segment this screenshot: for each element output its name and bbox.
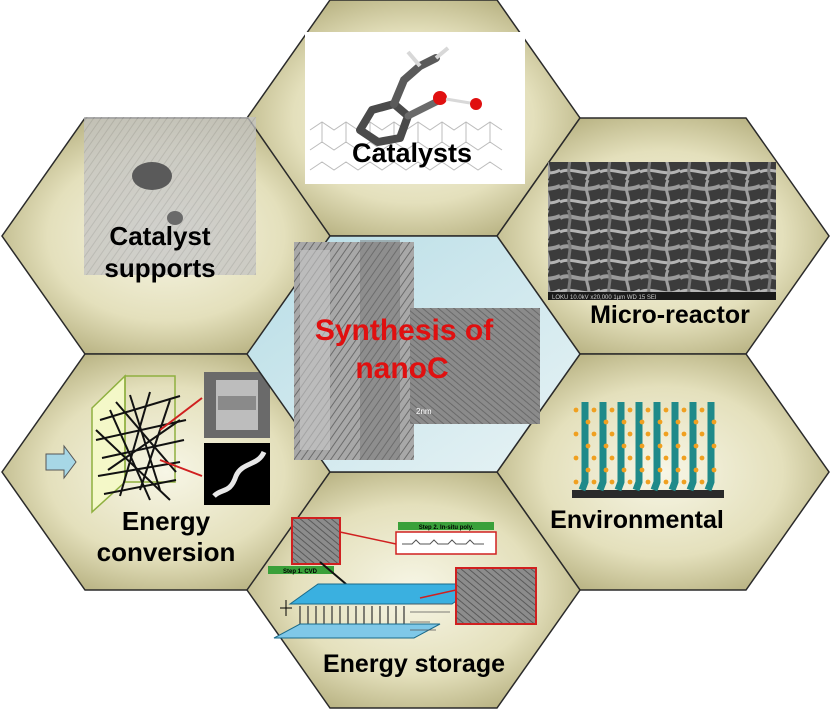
hex-energy-conversion: Energy conversion — [1, 353, 331, 591]
hex-catalyst-supports-line2: supports — [104, 253, 215, 283]
nanoparticle — [711, 467, 717, 473]
energy-storage-step1: Step 1. CVD — [283, 569, 318, 575]
center-scale-label: 2nm — [416, 407, 432, 416]
nanoparticle — [573, 455, 579, 461]
nanoparticle — [663, 455, 669, 461]
energy-storage-image: Step 2. In-situ poly. Step 1. CVD — [268, 517, 537, 639]
hex-energy-conversion-line1: Energy — [122, 506, 211, 536]
energy-storage-step2: Step 2. In-situ poly. — [419, 525, 474, 531]
nanoparticle — [591, 479, 597, 485]
nanoparticle — [585, 467, 591, 473]
nanoparticle — [681, 455, 687, 461]
nanoparticle — [699, 431, 705, 437]
nanoparticle — [663, 479, 669, 485]
nanoparticle — [609, 479, 615, 485]
nanoparticle — [609, 407, 615, 413]
nanoparticle — [711, 419, 717, 425]
nanoparticle — [573, 431, 579, 437]
nanoparticle — [585, 443, 591, 449]
nanoparticle — [681, 407, 687, 413]
nanoparticle — [675, 443, 681, 449]
hex-center-synthesis: 2nm Synthesis of nanoC — [246, 235, 581, 473]
hex-catalysts-label: Catalysts — [352, 138, 472, 168]
nanoparticle — [663, 407, 669, 413]
nanotube — [578, 402, 589, 492]
nanoparticle — [603, 443, 609, 449]
nanotube — [596, 402, 607, 492]
center-tem-image-left — [294, 240, 414, 460]
nanoparticle — [609, 455, 615, 461]
nanoparticle — [681, 479, 687, 485]
hex-energy-storage-label: Energy storage — [323, 650, 505, 678]
nanotube — [614, 402, 625, 492]
nanotube — [686, 402, 697, 492]
nanotube — [668, 402, 679, 492]
nanoparticle — [627, 455, 633, 461]
catalyst-supports-image — [84, 117, 256, 275]
nanoparticle — [657, 467, 663, 473]
nanoparticle — [645, 431, 651, 437]
molecule-model — [356, 46, 482, 146]
nanoparticle — [693, 419, 699, 425]
nanoparticle — [603, 467, 609, 473]
nanotube — [632, 402, 643, 492]
nanoparticle — [639, 467, 645, 473]
nanoparticle — [627, 431, 633, 437]
nanoparticle — [621, 443, 627, 449]
nanoparticle — [711, 443, 717, 449]
center-title-line1: Synthesis of — [315, 314, 494, 347]
nanoparticle — [693, 443, 699, 449]
nanoparticle — [675, 467, 681, 473]
hex-energy-conversion-line2: conversion — [97, 537, 236, 567]
nanoparticle — [609, 431, 615, 437]
nanoparticle — [621, 467, 627, 473]
nanoparticle — [699, 479, 705, 485]
nanoparticle — [663, 431, 669, 437]
catalysts-image — [305, 32, 525, 184]
nanoparticle — [585, 419, 591, 425]
hex-micro-reactor: LOKU 10.0kV x20,000 1µm WD 15 SEI Micro-… — [496, 117, 830, 355]
nanotube — [650, 402, 661, 492]
nanoparticle — [591, 455, 597, 461]
nanoparticle — [627, 407, 633, 413]
nanoparticle — [699, 455, 705, 461]
micro-reactor-image: LOKU 10.0kV x20,000 1µm WD 15 SEI — [548, 162, 776, 301]
hex-catalyst-supports: Catalyst supports — [1, 117, 331, 355]
nanoparticle — [627, 479, 633, 485]
nanoparticle — [645, 407, 651, 413]
nanoparticle — [657, 419, 663, 425]
nanoparticle — [621, 419, 627, 425]
nanoparticle — [645, 479, 651, 485]
nanoparticle — [681, 431, 687, 437]
nanoparticle — [645, 455, 651, 461]
nanoparticle — [657, 443, 663, 449]
hex-energy-storage: Step 2. In-situ poly. Step 1. CVD Energy… — [246, 471, 581, 709]
nanoparticle — [603, 419, 609, 425]
hex-environmental-label: Environmental — [550, 506, 724, 534]
hex-catalysts: Catalysts — [246, 0, 581, 237]
hex-environmental: Environmental — [496, 353, 830, 591]
nanoparticle — [591, 431, 597, 437]
nanoparticle — [573, 407, 579, 413]
nanoparticle — [591, 407, 597, 413]
nanotube — [704, 402, 715, 492]
nanoparticle — [639, 419, 645, 425]
hex-micro-reactor-label: Micro-reactor — [590, 301, 750, 329]
nanoparticle — [675, 419, 681, 425]
nanoparticle — [699, 407, 705, 413]
hex-catalyst-supports-line1: Catalyst — [109, 221, 210, 251]
micro-reactor-sem-caption: LOKU 10.0kV x20,000 1µm WD 15 SEI — [552, 295, 657, 301]
nanoparticle — [693, 467, 699, 473]
aligned-nanotube-forest — [572, 402, 724, 498]
center-title-line2: nanoC — [355, 352, 448, 385]
nanoparticle — [573, 479, 579, 485]
center-tem-image-right: 2nm — [410, 308, 540, 424]
nanoparticle — [639, 443, 645, 449]
energy-conversion-image — [45, 372, 270, 514]
